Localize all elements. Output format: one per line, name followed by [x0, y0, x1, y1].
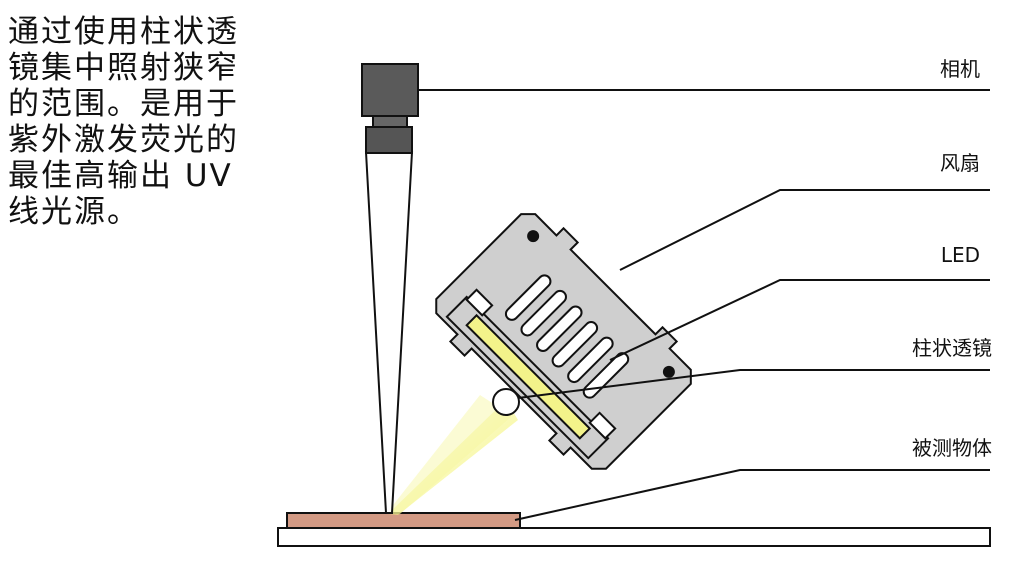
callout-rod-lens — [517, 369, 990, 399]
callout-object — [514, 469, 990, 521]
description-line: 紫外激发荧光的 — [8, 122, 239, 158]
description-text: 通过使用柱状透 镜集中照射狭窄 的范围。是用于 紫外激发荧光的 最佳高输出 UV… — [8, 14, 258, 230]
description-line: 镜集中照射狭窄 — [8, 50, 239, 86]
label-camera: 相机 — [940, 57, 980, 81]
callout-fan — [619, 189, 990, 271]
label-rod-lens: 柱状透镜 — [912, 336, 992, 360]
camera-view-cone — [364, 151, 414, 514]
light-housing — [435, 213, 692, 470]
housing-slot — [465, 288, 494, 317]
description-line: 通过使用柱状透 — [8, 14, 239, 50]
description-line: 的范围。是用于 — [8, 86, 239, 122]
base-plate — [277, 527, 991, 547]
housing-slot — [588, 411, 617, 440]
heatsink-fins — [504, 274, 630, 399]
camera-body — [361, 63, 419, 117]
screw-hole — [527, 230, 540, 243]
rod-lens — [492, 388, 520, 416]
uv-light-glow — [386, 395, 512, 514]
label-led: LED — [941, 243, 980, 267]
description-line: 线光源。 — [8, 194, 140, 230]
screw-hole — [662, 365, 675, 378]
object-under-test — [286, 512, 521, 529]
uv-light-unit — [435, 213, 692, 470]
camera-lens — [365, 126, 413, 154]
led-strip — [465, 313, 592, 440]
callout-lines — [418, 89, 990, 521]
label-fan: 风扇 — [940, 151, 980, 175]
description-line: 最佳高输出 UV — [8, 158, 233, 194]
uv-light-beam — [388, 400, 518, 515]
label-object: 被测物体 — [912, 436, 992, 460]
callout-led — [609, 279, 990, 361]
